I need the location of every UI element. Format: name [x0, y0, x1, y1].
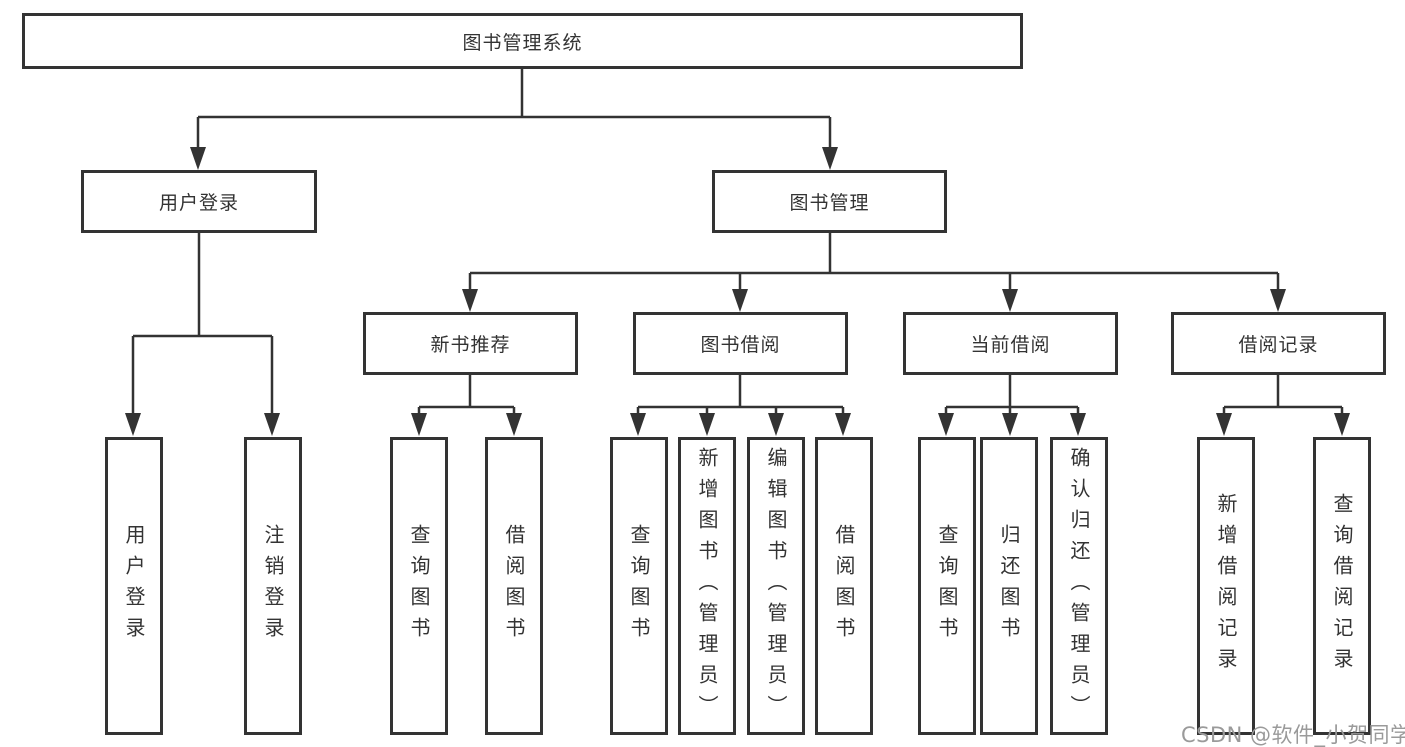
arrow-down-icon: [630, 413, 646, 436]
connector-lines: [131, 69, 1344, 430]
arrow-down-icon: [1270, 289, 1286, 312]
node-label: 确认归还（管理员）: [1067, 446, 1091, 726]
arrow-down-icon: [125, 413, 141, 436]
node-label: 借阅记录: [1238, 334, 1319, 356]
arrow-down-icon: [190, 147, 206, 170]
node-query-books-current: 查询图书: [918, 437, 976, 735]
node-label: 新增借阅记录: [1214, 493, 1238, 679]
node-add-books-admin: 新增图书（管理员）: [678, 437, 736, 735]
arrow-down-icon: [411, 413, 427, 436]
node-book-borrowing: 图书借阅: [633, 312, 848, 375]
node-confirm-return-admin: 确认归还（管理员）: [1050, 437, 1108, 735]
node-label: 归还图书: [997, 524, 1021, 648]
node-return-books: 归还图书: [980, 437, 1038, 735]
arrowheads: [125, 147, 1350, 436]
arrow-down-icon: [462, 289, 478, 312]
arrow-down-icon: [264, 413, 280, 436]
arrow-down-icon: [768, 413, 784, 436]
arrow-down-icon: [732, 289, 748, 312]
node-label: 查询图书: [627, 524, 651, 648]
node-book-management: 图书管理: [712, 170, 947, 233]
node-label: 图书借阅: [700, 334, 781, 356]
node-logout: 注销登录: [244, 437, 302, 735]
node-label: 注销登录: [261, 524, 285, 648]
node-label: 借阅图书: [502, 524, 526, 648]
node-user-login-leaf: 用户登录: [105, 437, 163, 735]
node-current-borrowing: 当前借阅: [903, 312, 1118, 375]
node-label: 借阅图书: [832, 524, 856, 648]
arrow-down-icon: [1002, 413, 1018, 436]
node-new-book-recommend: 新书推荐: [363, 312, 578, 375]
node-query-books-recommend: 查询图书: [390, 437, 448, 735]
node-borrowing-records: 借阅记录: [1171, 312, 1386, 375]
node-edit-books-admin: 编辑图书（管理员）: [747, 437, 805, 735]
arrow-down-icon: [1070, 413, 1086, 436]
node-label: 用户登录: [158, 192, 239, 214]
node-label: 图书管理系统: [462, 31, 583, 54]
node-query-books-borrow: 查询图书: [610, 437, 668, 735]
arrow-down-icon: [835, 413, 851, 436]
arrow-down-icon: [506, 413, 522, 436]
node-borrow-books-recommend: 借阅图书: [485, 437, 543, 735]
node-label: 图书管理: [789, 192, 870, 214]
node-label: 查询借阅记录: [1330, 493, 1354, 679]
node-label: 当前借阅: [970, 334, 1051, 356]
node-label: 新书推荐: [430, 334, 511, 356]
arrow-down-icon: [699, 413, 715, 436]
node-query-borrow-record: 查询借阅记录: [1313, 437, 1371, 735]
node-label: 查询图书: [407, 524, 431, 648]
arrow-down-icon: [938, 413, 954, 436]
node-root-system: 图书管理系统: [22, 13, 1023, 69]
node-label: 用户登录: [122, 524, 146, 648]
watermark: CSDN @软件_小贺同学: [1181, 723, 1405, 747]
arrow-down-icon: [1002, 289, 1018, 312]
node-user-login: 用户登录: [81, 170, 317, 233]
node-label: 新增图书（管理员）: [695, 446, 719, 726]
arrow-down-icon: [1216, 413, 1232, 436]
arrow-down-icon: [822, 147, 838, 170]
node-add-borrow-record: 新增借阅记录: [1197, 437, 1255, 735]
node-borrow-books: 借阅图书: [815, 437, 873, 735]
node-label: 编辑图书（管理员）: [764, 446, 788, 726]
arrow-down-icon: [1334, 413, 1350, 436]
node-label: 查询图书: [935, 524, 959, 648]
